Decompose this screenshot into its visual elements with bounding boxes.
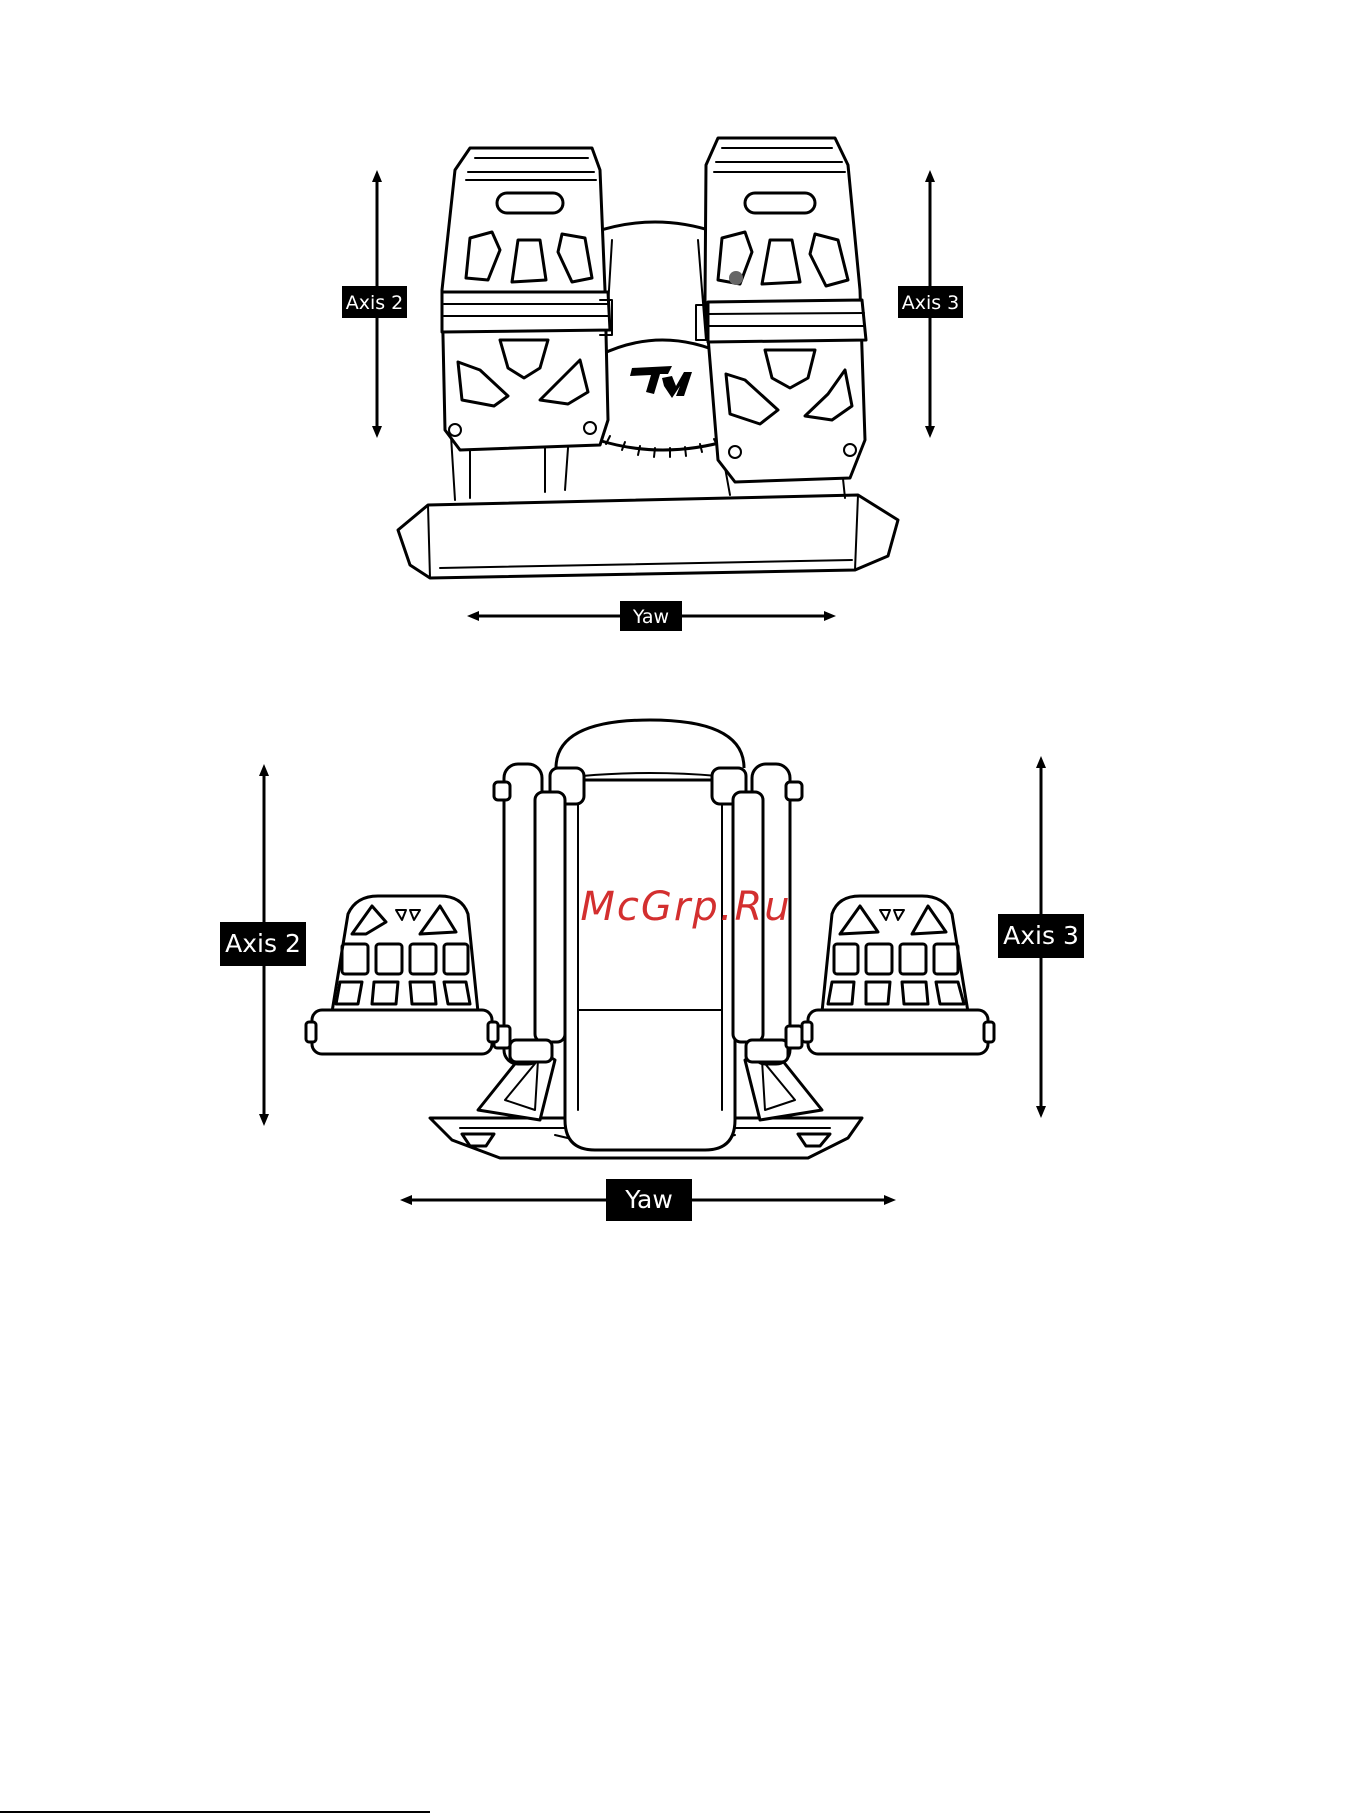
bottom-right-pedal <box>802 896 994 1054</box>
bottom-center-body <box>565 780 735 1150</box>
bottom-yaw-label: Yaw <box>624 1185 673 1214</box>
top-left-pedal <box>442 148 612 500</box>
top-axis2-label: Axis 2 <box>346 292 404 314</box>
top-axis2-arrow: Axis 2 <box>342 170 407 438</box>
top-yaw-label: Yaw <box>632 606 669 628</box>
top-base <box>398 495 898 578</box>
top-yaw-arrow: Yaw <box>467 601 836 631</box>
bottom-axis2-arrow: Axis 2 <box>220 764 306 1126</box>
watermark-text: McGrp.Ru <box>580 884 791 930</box>
bottom-view: Axis 2 Axis 3 Yaw <box>220 720 1084 1221</box>
bottom-yaw-arrow: Yaw <box>400 1179 896 1221</box>
bottom-axis3-label: Axis 3 <box>1003 921 1079 950</box>
top-axis3-arrow: Axis 3 <box>898 170 963 438</box>
bottom-axis3-arrow: Axis 3 <box>998 756 1084 1118</box>
bottom-left-pedal <box>306 896 498 1054</box>
bottom-axis2-label: Axis 2 <box>225 929 301 958</box>
top-view: Axis 2 Axis 3 Yaw <box>342 138 963 631</box>
top-axis3-label: Axis 3 <box>902 292 960 314</box>
top-right-pedal <box>696 138 866 498</box>
